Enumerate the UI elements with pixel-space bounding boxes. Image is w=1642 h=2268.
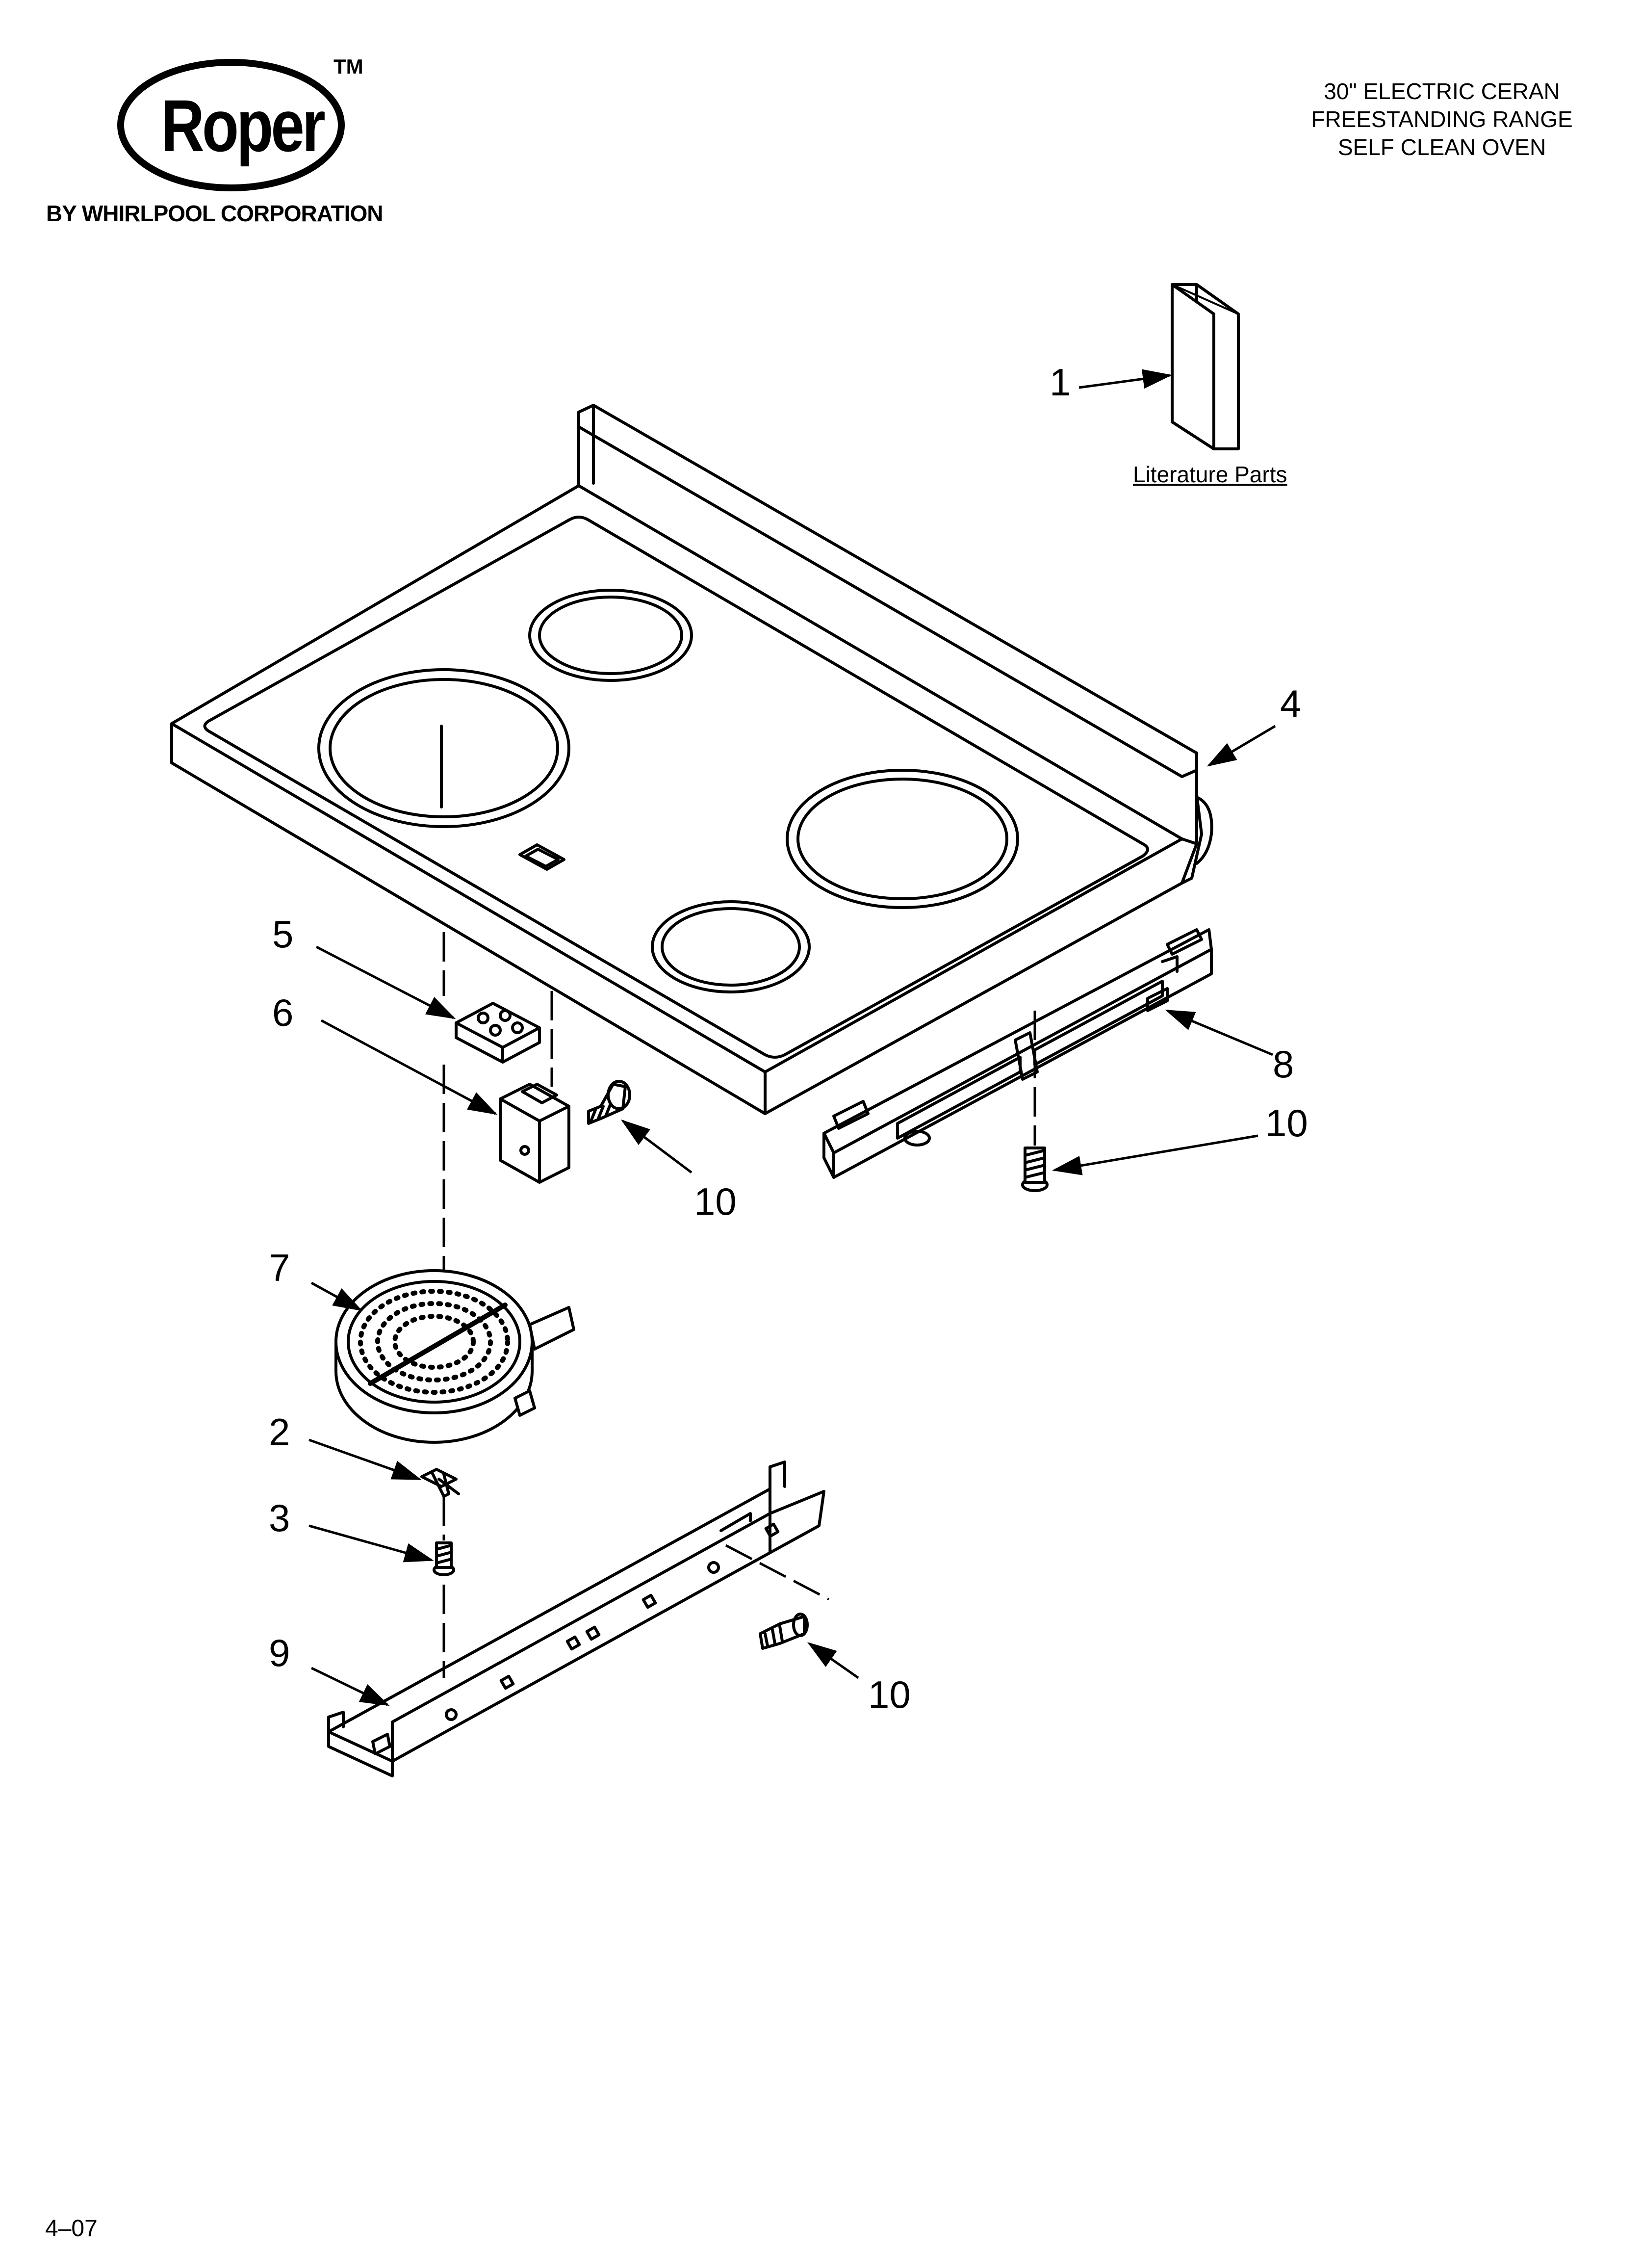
small-front-element <box>651 900 811 993</box>
leader-7 <box>310 1281 363 1311</box>
callout-10-bracket: 10 <box>694 1180 737 1223</box>
trademark-mark: TM <box>334 55 363 78</box>
screw-channel <box>759 1613 809 1650</box>
leader-6 <box>320 1019 498 1115</box>
callout-5: 5 <box>272 912 294 956</box>
leader-8 <box>1165 1009 1273 1056</box>
small-rear-element <box>528 589 693 682</box>
callout-10-rear-bracket: 10 <box>1265 1101 1308 1145</box>
callout-8: 8 <box>1273 1043 1294 1086</box>
leader-4 <box>1206 725 1276 767</box>
radiant-element <box>334 1269 575 1444</box>
rear-support-bracket <box>822 928 1213 1179</box>
callout-4: 4 <box>1280 682 1302 725</box>
element-clip <box>420 1468 460 1498</box>
large-right-element <box>786 769 1019 909</box>
leader-2 <box>308 1438 422 1481</box>
callout-7: 7 <box>269 1246 290 1289</box>
callout-6: 6 <box>272 991 294 1034</box>
callout-9: 9 <box>269 1631 290 1674</box>
callout-3: 3 <box>269 1496 290 1539</box>
leader-5 <box>315 945 456 1019</box>
indicator-window <box>518 843 565 871</box>
roper-logo: Roper <box>116 54 351 196</box>
literature-parts-label: Literature Parts <box>1133 462 1287 487</box>
logo-oval <box>117 59 345 191</box>
leader-1 <box>1078 369 1172 389</box>
leader-10a <box>621 1120 693 1173</box>
assembly-line-channel-screw <box>725 1544 830 1601</box>
terminal-block <box>455 1002 541 1064</box>
callout-10-channel: 10 <box>868 1673 911 1716</box>
title-line-1: 30" ELECTRIC CERAN <box>1324 78 1560 104</box>
screw-bracket <box>587 1080 631 1125</box>
leader-9 <box>310 1667 390 1706</box>
screw-rear-bracket <box>1021 1147 1049 1192</box>
title-line-3: SELF CLEAN OVEN <box>1337 134 1546 160</box>
support-channel <box>327 1460 825 1777</box>
element-screw <box>433 1541 455 1576</box>
leader-10c <box>807 1642 859 1679</box>
brand-byline: BY WHIRLPOOL CORPORATION <box>46 201 383 226</box>
mounting-bracket <box>499 1083 570 1184</box>
callout-2: 2 <box>269 1410 290 1454</box>
literature-booklet <box>1171 283 1240 450</box>
leader-3 <box>308 1524 434 1563</box>
leader-10b <box>1052 1134 1258 1175</box>
logo-wordmark: Roper <box>161 84 326 167</box>
cooktop-main-top <box>170 404 1213 1115</box>
page-code: 4–07 <box>45 2216 98 2242</box>
page-title: 30" ELECTRIC CERAN FREESTANDING RANGE SE… <box>1270 78 1614 161</box>
title-line-2: FREESTANDING RANGE <box>1311 106 1573 132</box>
large-left-element <box>317 668 570 828</box>
callout-1: 1 <box>1050 361 1071 404</box>
